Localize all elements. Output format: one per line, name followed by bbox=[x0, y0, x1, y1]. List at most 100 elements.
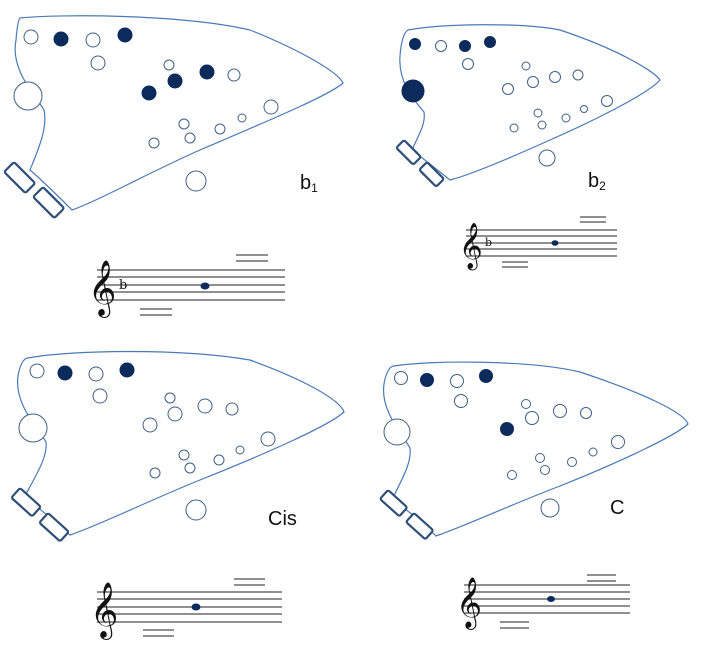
thumb-hole-left bbox=[13, 81, 43, 111]
note-label: b2 bbox=[588, 170, 606, 193]
hole-right-b bbox=[601, 95, 613, 107]
hole-right-a bbox=[225, 402, 239, 416]
hole-top-4 bbox=[484, 36, 496, 48]
thumb-hole-bottom bbox=[538, 149, 556, 167]
hole-small bbox=[580, 105, 588, 113]
hole-upper-extra bbox=[92, 388, 108, 404]
air-port bbox=[32, 186, 65, 219]
hole-top-2 bbox=[53, 31, 69, 47]
hole-small bbox=[184, 132, 196, 144]
treble-clef-icon: 𝄞 bbox=[90, 582, 118, 640]
hole-small bbox=[537, 120, 547, 130]
air-port bbox=[379, 489, 408, 517]
hole-mid-a bbox=[167, 406, 183, 422]
hole-upper-extra bbox=[462, 58, 474, 70]
hole-mid-a bbox=[167, 73, 183, 89]
hole-small bbox=[184, 462, 196, 474]
hole-mid-c bbox=[502, 83, 514, 95]
air-port bbox=[39, 512, 70, 542]
hole-small bbox=[214, 123, 226, 135]
thumb-hole-left bbox=[401, 79, 425, 103]
note-head bbox=[551, 240, 559, 246]
hole-mid-b bbox=[549, 71, 561, 83]
hole-small bbox=[237, 113, 247, 123]
hole-right-a bbox=[580, 407, 592, 419]
hole-small bbox=[509, 123, 519, 133]
hole-small bbox=[561, 113, 571, 123]
hole-small bbox=[540, 465, 550, 475]
thumb-hole-left bbox=[18, 413, 48, 443]
hole-small bbox=[178, 118, 190, 130]
hole-mid-b bbox=[197, 398, 213, 414]
hole-top-3 bbox=[85, 32, 101, 48]
staff-c: 𝄞 bbox=[456, 574, 630, 630]
air-port bbox=[405, 512, 434, 540]
hole-mid-a bbox=[525, 411, 539, 425]
fingering-panel-c: C bbox=[379, 361, 689, 540]
hole-small bbox=[521, 399, 531, 409]
hole-top-2 bbox=[435, 40, 447, 52]
hole-mid-d bbox=[500, 422, 514, 436]
hole-top-4 bbox=[119, 362, 135, 378]
thumb-hole-bottom bbox=[185, 170, 207, 192]
port-group bbox=[11, 487, 70, 542]
hole-upper-extra bbox=[90, 55, 106, 71]
hole-mid-a bbox=[527, 76, 539, 88]
thumb-hole-left bbox=[383, 418, 411, 446]
port-group bbox=[395, 139, 445, 188]
staff-b1: 𝄞 b bbox=[88, 254, 285, 318]
treble-clef-icon: 𝄞 bbox=[459, 223, 483, 271]
hole-top-3 bbox=[459, 40, 471, 52]
hole-right-a bbox=[572, 69, 584, 81]
hole-mid-c bbox=[141, 85, 157, 101]
hole-small bbox=[148, 137, 160, 149]
hole-small bbox=[149, 467, 161, 479]
hole-right-b bbox=[611, 435, 625, 449]
thumb-hole-bottom bbox=[185, 499, 207, 521]
flat-sign-icon: b bbox=[119, 278, 127, 293]
hole-upper-extra bbox=[454, 394, 468, 408]
fingering-panel-cis: Cis bbox=[11, 350, 345, 542]
hole-small bbox=[535, 453, 545, 463]
thumb-hole-bottom bbox=[540, 498, 560, 518]
note-head bbox=[547, 596, 555, 602]
staff-cis: 𝄞 bbox=[90, 578, 282, 640]
treble-clef-icon: 𝄞 bbox=[456, 577, 482, 630]
hole-top-1 bbox=[29, 363, 45, 379]
hole-small bbox=[507, 470, 517, 480]
hole-small bbox=[533, 108, 543, 118]
air-port bbox=[3, 161, 36, 194]
hole-top-2 bbox=[57, 365, 73, 381]
hole-right-b bbox=[260, 431, 276, 447]
hole-small bbox=[521, 61, 531, 71]
port-group bbox=[379, 489, 434, 540]
flat-sign-icon: b bbox=[485, 236, 492, 249]
hole-small bbox=[178, 449, 190, 461]
hole-right-b bbox=[263, 99, 279, 115]
hole-small bbox=[588, 447, 598, 457]
hole-right-a bbox=[227, 68, 241, 82]
note-label: Cis bbox=[268, 508, 297, 530]
air-port bbox=[395, 139, 422, 166]
hole-small bbox=[567, 457, 577, 467]
note-head bbox=[200, 282, 210, 290]
staff-b2: 𝄞 b bbox=[459, 216, 617, 271]
hole-top-2 bbox=[420, 373, 434, 387]
hole-top-4 bbox=[117, 27, 133, 43]
hole-small bbox=[235, 445, 245, 455]
air-port bbox=[418, 161, 445, 188]
hole-mid-b bbox=[553, 404, 567, 418]
hole-top-1 bbox=[409, 38, 421, 50]
air-port bbox=[11, 487, 42, 517]
hole-small bbox=[164, 392, 176, 404]
fingering-panel-b2: b2 bbox=[395, 24, 661, 193]
ocarina-body-outline bbox=[382, 361, 689, 537]
note-label: b1 bbox=[300, 172, 318, 195]
hole-small bbox=[163, 59, 175, 71]
hole-mid-b bbox=[199, 64, 215, 80]
hole-top-4 bbox=[479, 369, 493, 383]
hole-top-3 bbox=[450, 374, 464, 388]
port-group bbox=[3, 161, 65, 219]
hole-mid-c bbox=[142, 417, 158, 433]
